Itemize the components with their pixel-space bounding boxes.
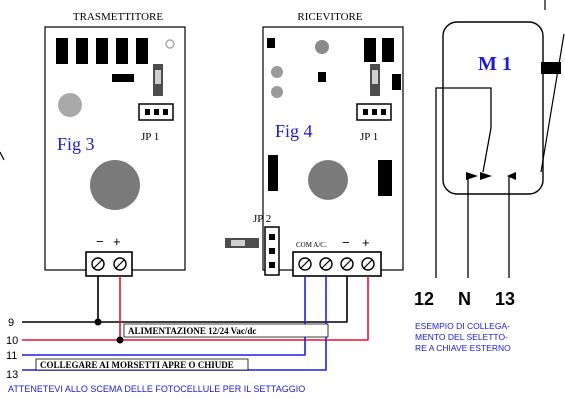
terminal-screw-slot [300, 259, 310, 269]
selector-contact [507, 172, 516, 180]
transmitter-component [112, 74, 134, 82]
jumper-pin [363, 109, 368, 115]
transmitter-hole [165, 39, 175, 49]
receiver-component [318, 72, 326, 82]
terminal-screw-slot [342, 259, 352, 269]
connect-note-box [35, 358, 249, 371]
receiver-component [382, 38, 394, 62]
transmitter-board: TRASMETTITORE JP 1 Fig 3 − + [44, 11, 186, 277]
receiver-title: RICEVITORE [297, 11, 362, 23]
receiver-component [364, 38, 376, 62]
transmitter-led [58, 93, 82, 117]
jumper-pin [269, 234, 275, 240]
transmitter-lens [90, 160, 140, 210]
terminal-screw-slot [115, 259, 125, 269]
wire-number-11: 11 [6, 350, 17, 362]
transmitter-minus-label: − [96, 234, 104, 249]
terminal-screw-slot [321, 259, 331, 269]
transmitter-title: TRASMETTITORE [73, 11, 164, 23]
transmitter-component [116, 38, 128, 64]
key-selector: M 1 12 N 13 ESEMPIO DI COLLEGA- MENTO DE… [414, 0, 565, 353]
transmitter-plus-label: + [113, 234, 121, 249]
transmitter-component [76, 38, 88, 64]
key-selector-caption-3: RE A CHIAVE ESTERNO [415, 343, 511, 353]
jumper-pin [154, 109, 159, 115]
footer-note: ATTENETEVI ALLO SCEMA DELLE FOTOCELLULE … [8, 384, 305, 394]
wire-10-red [22, 276, 121, 341]
key-selector-caption-2: MENTO DEL SELETTO- [415, 332, 508, 342]
key-selector-title: M 1 [478, 53, 512, 75]
transmitter-component [56, 38, 68, 64]
receiver-jumper1-cap-top [372, 70, 378, 84]
selector-wire-12 [435, 87, 492, 278]
receiver-terminal-label: COM A/C. [296, 241, 327, 249]
receiver-jumper2-cap-inner [231, 240, 245, 246]
receiver-jumper1-label: JP 1 [360, 131, 378, 143]
transmitter-jumper-label: JP 1 [141, 131, 159, 143]
receiver-component [392, 74, 401, 90]
transmitter-fig-label: Fig 3 [57, 134, 95, 154]
receiver-component [268, 155, 278, 191]
wiring [0, 151, 369, 371]
terminal-n: N [458, 289, 471, 309]
receiver-lens [308, 160, 348, 200]
wire-13-blue [22, 276, 327, 371]
receiver-component [378, 160, 392, 196]
wire-9-black [22, 276, 99, 323]
jumper-pin [269, 248, 275, 254]
receiver-dot [271, 66, 283, 78]
terminal-12: 12 [414, 289, 434, 309]
wire-9-black-receiver [98, 276, 348, 323]
terminal-screw-slot [93, 259, 103, 269]
key-selector-caption-1: ESEMPIO DI COLLEGA- [415, 321, 510, 331]
power-note-box [123, 323, 329, 338]
selector-contact [466, 172, 478, 180]
wire-number-13: 13 [6, 369, 18, 381]
receiver-component [267, 38, 275, 48]
edge-mark [0, 151, 5, 161]
wire-number-9: 9 [8, 317, 14, 329]
terminal-13: 13 [495, 289, 515, 309]
wire-number-10: 10 [6, 335, 18, 347]
wire-10-red-receiver [120, 276, 369, 341]
receiver-jumper2-label: JP 2 [253, 213, 271, 225]
jumper-pin [163, 109, 168, 115]
key-selector-body [442, 21, 544, 195]
junction-dot [94, 318, 102, 326]
wire-11-blue [22, 276, 306, 356]
receiver-pcb [262, 26, 404, 271]
key-selector-side-lead [540, 33, 565, 173]
key-selector-tab [541, 62, 561, 74]
junction-dot [116, 336, 124, 344]
jumper-pin [372, 109, 377, 115]
power-note: ALIMENTAZIONE 12/24 Vac/dc [128, 326, 256, 336]
selector-contact [480, 172, 492, 180]
transmitter-component [96, 38, 108, 64]
receiver-fig-label: Fig 4 [275, 121, 313, 141]
jumper-pin [145, 109, 150, 115]
receiver-hole [315, 40, 329, 54]
receiver-dot [271, 86, 283, 98]
jumper-pin [269, 262, 275, 268]
transmitter-jumper-cap-top [155, 70, 161, 84]
receiver-minus-label: − [342, 235, 350, 250]
terminal-screw-slot [363, 259, 373, 269]
receiver-plus-label: + [362, 235, 370, 250]
connect-note: COLLEGARE AI MORSETTI APRE O CHIUDE [40, 360, 234, 370]
jumper-pin [381, 109, 386, 115]
receiver-board: RICEVITORE JP 1 Fig 4 JP 2 COM A/C [225, 11, 404, 277]
transmitter-component [136, 38, 148, 64]
